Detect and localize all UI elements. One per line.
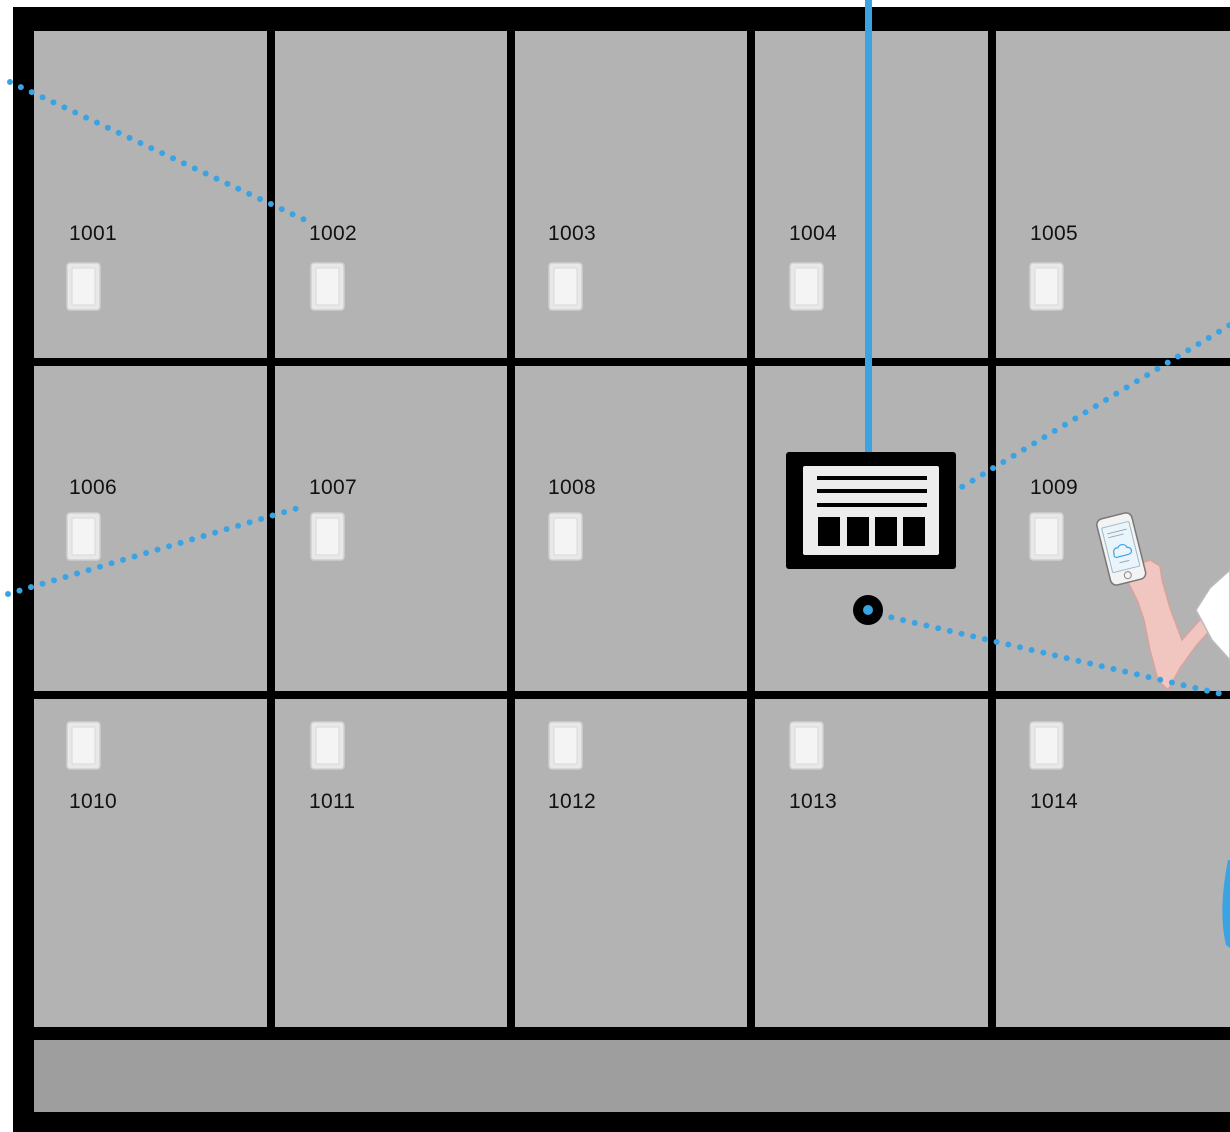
locker-number-1013: 1013 [789, 790, 837, 813]
arm [1125, 559, 1230, 692]
dotted-connectors [5, 79, 1230, 699]
locker-number-1006: 1006 [69, 476, 117, 499]
sensor-icon [853, 595, 883, 625]
locker-number-1010: 1010 [69, 790, 117, 813]
locker-number-1009: 1009 [1030, 476, 1078, 499]
locker-number-1012: 1012 [548, 790, 596, 813]
locker-number-1001: 1001 [69, 222, 117, 245]
locker-number-1008: 1008 [548, 476, 596, 499]
locker-number-1011: 1011 [309, 790, 356, 813]
locker-door-1007 [275, 366, 507, 691]
sleeve [1195, 568, 1230, 662]
cabinet-base [34, 1040, 1230, 1112]
leg [1222, 860, 1230, 948]
network-cable [865, 0, 872, 452]
connector-1006-1007 [5, 505, 301, 597]
control-terminal-icon[interactable] [786, 452, 956, 569]
locker-number-1005: 1005 [1030, 222, 1078, 245]
locker-door-1002 [275, 31, 507, 358]
locker-door-1011 [275, 699, 507, 1027]
locker-number-1007: 1007 [309, 476, 357, 499]
locker-number-1014: 1014 [1030, 790, 1078, 813]
locker-number-1003: 1003 [548, 222, 596, 245]
locker-number-1004: 1004 [789, 222, 837, 245]
smartphone-icon [1096, 512, 1147, 586]
locker-number-1002: 1002 [309, 222, 357, 245]
person-with-phone [1096, 512, 1230, 948]
latch-inner-group [71, 267, 1059, 765]
connector-sensor-right [865, 609, 1230, 699]
